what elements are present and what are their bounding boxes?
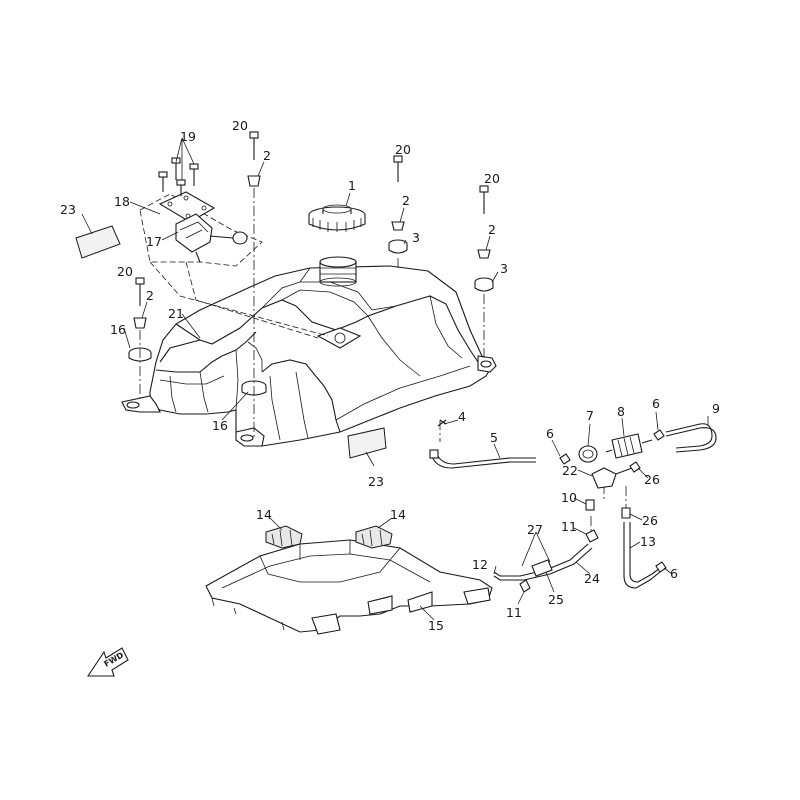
callout-24: 24 xyxy=(584,571,600,586)
callout-20: 20 xyxy=(232,118,248,133)
callout-5: 5 xyxy=(490,430,498,445)
callout-22: 22 xyxy=(562,463,578,478)
callout-17: 17 xyxy=(146,234,162,249)
callout-23: 23 xyxy=(60,202,76,217)
callout-2: 2 xyxy=(488,222,496,237)
callout-10: 10 xyxy=(561,490,577,505)
callout-20: 20 xyxy=(117,264,133,279)
callout-23: 23 xyxy=(368,474,384,489)
callout-27: 27 xyxy=(527,522,543,537)
callout-14: 14 xyxy=(390,507,406,522)
forward-arrow: FWD xyxy=(86,647,129,677)
callout-14: 14 xyxy=(256,507,272,522)
callout-26: 26 xyxy=(644,472,660,487)
callout-6: 6 xyxy=(670,566,678,581)
foam-pads xyxy=(75,225,387,459)
callout-15: 15 xyxy=(428,618,444,633)
callout-3: 3 xyxy=(412,230,420,245)
callout-9: 9 xyxy=(712,401,720,416)
skid-plate xyxy=(205,539,493,635)
callout-2: 2 xyxy=(263,148,271,163)
rubber-mounts xyxy=(265,525,393,549)
callout-4: 4 xyxy=(458,409,466,424)
callout-7: 7 xyxy=(586,408,594,423)
callout-11: 11 xyxy=(561,519,577,534)
callout-1: 1 xyxy=(348,178,356,193)
callout-19: 19 xyxy=(180,129,196,144)
fuel-pump-assembly xyxy=(139,157,263,267)
callout-20: 20 xyxy=(395,142,411,157)
callout-labels: 1 2 2 2 2 3 3 4 5 6 6 6 7 8 9 10 11 11 1… xyxy=(60,118,720,633)
center-lines xyxy=(139,188,627,536)
callout-6: 6 xyxy=(546,426,554,441)
pump-screws xyxy=(158,157,199,196)
callout-26: 26 xyxy=(642,513,658,528)
callout-2: 2 xyxy=(402,193,410,208)
fuel-lines xyxy=(429,419,717,593)
callout-2: 2 xyxy=(146,288,154,303)
callout-16: 16 xyxy=(212,418,228,433)
fuel-cap xyxy=(308,204,366,232)
callout-25: 25 xyxy=(548,592,564,607)
callout-20: 20 xyxy=(484,171,500,186)
callout-13: 13 xyxy=(640,534,656,549)
fuel-tank xyxy=(121,256,497,447)
callout-12: 12 xyxy=(472,557,488,572)
callout-21: 21 xyxy=(168,306,184,321)
callout-18: 18 xyxy=(114,194,130,209)
callout-8: 8 xyxy=(617,404,625,419)
leader-lines xyxy=(81,137,709,621)
callout-11: 11 xyxy=(506,605,522,620)
callout-6: 6 xyxy=(652,396,660,411)
callout-16: 16 xyxy=(110,322,126,337)
callout-3: 3 xyxy=(500,261,508,276)
